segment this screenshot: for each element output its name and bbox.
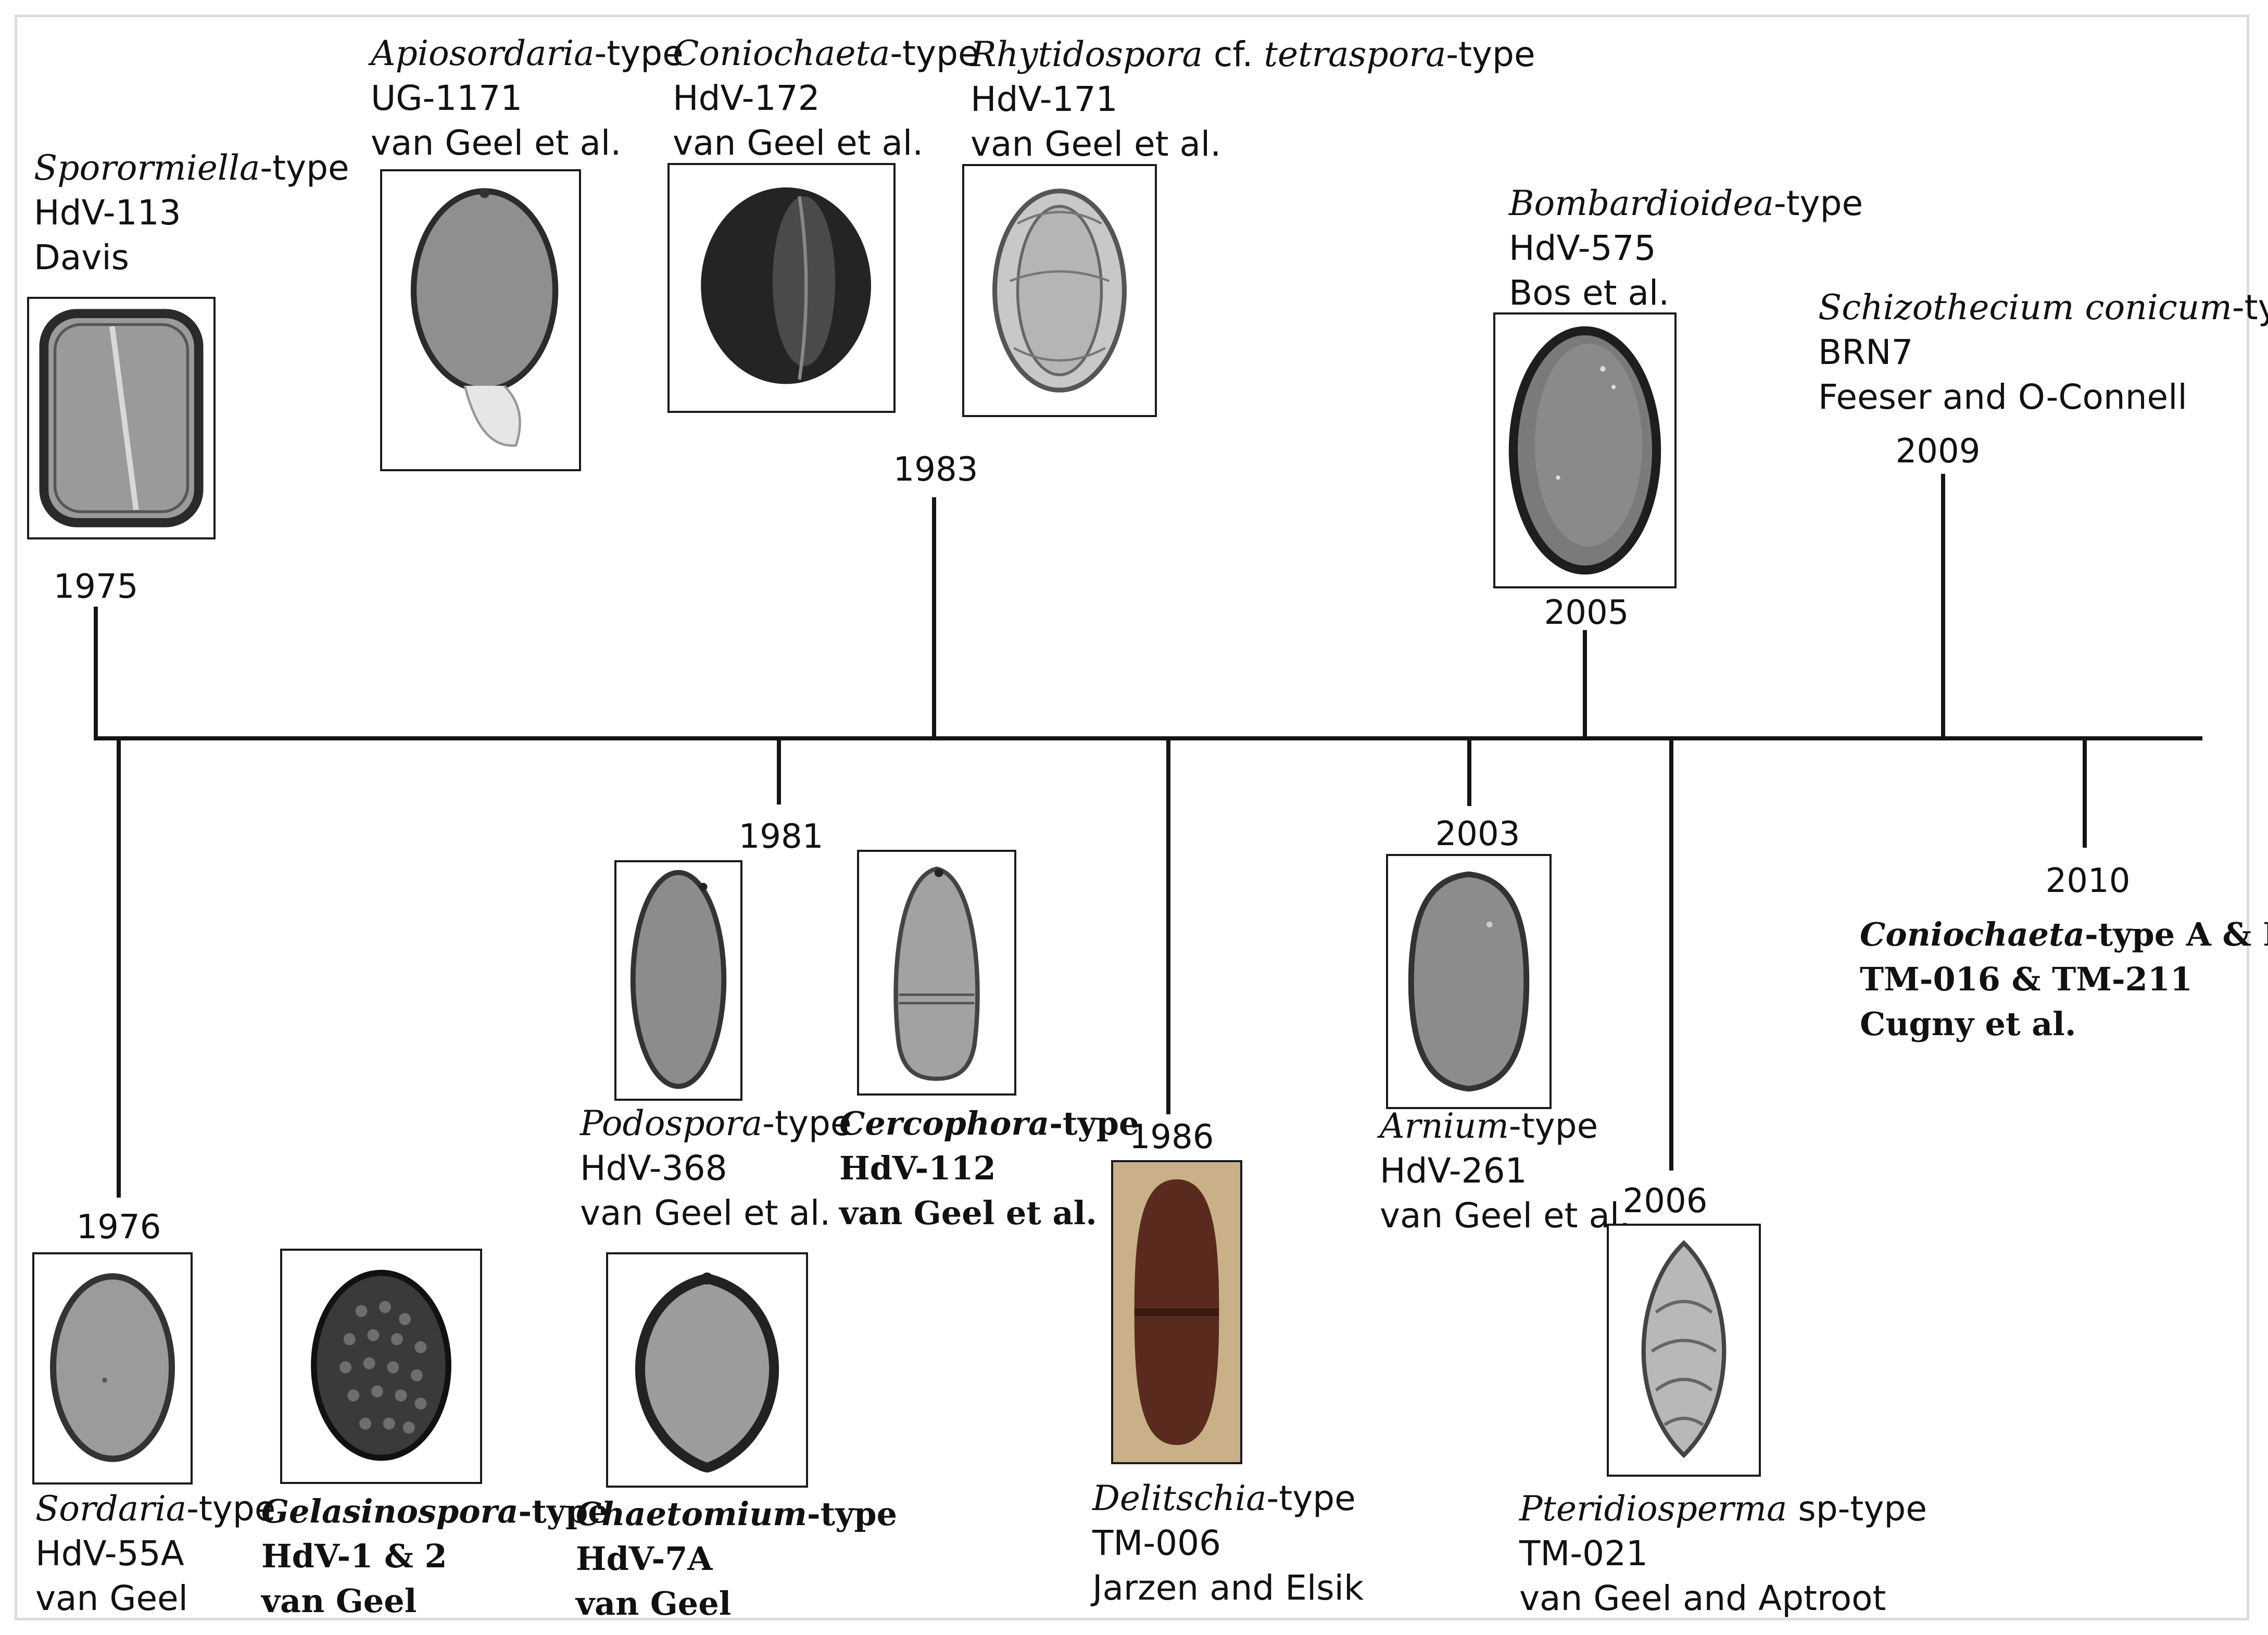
spore-image-bombardioidea [1493,312,1677,588]
year-2010: 2010 [2045,862,2131,900]
spore-image-apiosordaria [380,169,581,471]
year-1976: 1976 [76,1208,161,1247]
label-schizothecium: Schizothecium conicum-type BRN7 Feeser a… [1818,287,2268,417]
label-chaetomium: Chaetomium-type HdV-7A van Geel [576,1495,898,1623]
year-2006: 2006 [1622,1182,1708,1221]
label-podospora: Podospora-type HdV-368 van Geel et al. [580,1103,852,1233]
tick-1983 [932,497,936,738]
label-sporormiella: Sporormiella-type HdV-113 Davis [34,148,349,278]
label-coniochaeta-ab: Coniochaeta-type A & B TM-016 & TM-211 C… [1860,915,2268,1043]
label-delitschia: Delitschia-type TM-006 Jarzen and Elsik [1092,1478,1364,1608]
tick-2010 [2083,738,2087,848]
tick-2009 [1941,474,1945,737]
label-rhytidospora: Rhytidospora cf. tetraspora-type HdV-171… [971,34,1535,164]
label-gelasinospora: Gelasinospora-type HdV-1 & 2 van Geel [261,1492,609,1620]
year-1986: 1986 [1129,1118,1214,1156]
spore-image-sporormiella [27,297,216,539]
tick-1975 [94,607,98,738]
spore-image-coniochaeta [667,163,896,413]
spore-image-delitschia [1111,1160,1242,1464]
tick-2006 [1669,738,1673,1171]
year-2009: 2009 [1895,432,1981,471]
tick-1986 [1166,738,1170,1114]
spore-image-cercophora [857,850,1016,1096]
spore-image-pteridiosperma [1607,1224,1761,1477]
year-1981: 1981 [738,818,824,856]
tick-1981 [777,738,781,804]
year-1983: 1983 [893,450,978,489]
spore-image-rhytidospora [962,164,1157,417]
label-apiosordaria: Apiosordaria-type UG-1171 van Geel et al… [371,33,684,163]
label-pteridiosperma: Pteridiosperma sp-type TM-021 van Geel a… [1519,1489,1927,1618]
spore-image-arnium [1386,854,1552,1109]
label-cercophora: Cercophora-type HdV-112 van Geel et al. [839,1104,1140,1232]
label-coniochaeta: Coniochaeta-type HdV-172 van Geel et al. [673,33,979,163]
tick-1976 [117,738,121,1198]
year-2005: 2005 [1544,594,1629,632]
label-sordaria: Sordaria-type HdV-55A van Geel [35,1489,276,1618]
tick-2003 [1467,738,1471,806]
figure-border [15,15,2249,1620]
year-2003: 2003 [1435,815,1520,853]
spore-image-chaetomium [606,1252,808,1488]
label-bombardioidea: Bombardioidea-type HdV-575 Bos et al. [1509,183,1863,313]
spore-image-sordaria [32,1252,193,1485]
year-1975: 1975 [53,568,138,606]
timeline-axis [94,736,2202,740]
spore-image-podospora [614,860,742,1101]
label-arnium: Arnium-type HdV-261 van Geel et al. [1380,1106,1631,1236]
spore-image-gelasinospora [280,1249,482,1484]
tick-2005 [1583,630,1587,737]
